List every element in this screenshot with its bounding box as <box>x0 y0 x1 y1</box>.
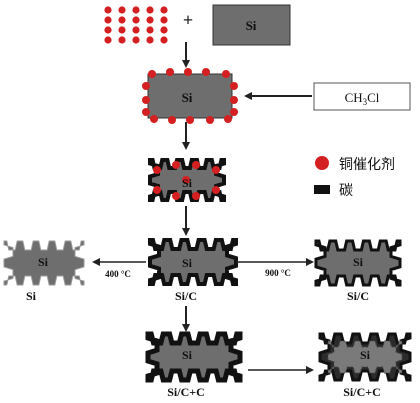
copper-particle <box>132 16 140 24</box>
copper-particle <box>222 70 230 78</box>
copper-particle <box>146 6 154 14</box>
copper-particle <box>166 68 174 76</box>
copper-particle <box>184 68 192 76</box>
copper-particle <box>153 186 161 194</box>
copper-particle <box>150 115 158 123</box>
copper-particle <box>142 108 150 116</box>
copper-particle <box>172 192 180 200</box>
copper-particle <box>104 16 112 24</box>
copper-particle <box>230 82 238 90</box>
temp-left: 400 °C <box>105 269 131 279</box>
copper-particle <box>230 96 238 104</box>
silicon-bottom-right-label: Si <box>360 348 371 362</box>
silicon-with-copper: Si <box>142 68 238 124</box>
copper-particle <box>118 6 126 14</box>
copper-particle <box>160 16 168 24</box>
copper-particle <box>148 70 156 78</box>
silicon-carbon-center-label: Si <box>182 256 193 270</box>
copper-particle <box>160 6 168 14</box>
silicon-carbon-center: Si <box>148 238 238 286</box>
copper-particle <box>224 115 232 123</box>
copper-particle <box>172 161 180 169</box>
copper-particle <box>160 26 168 34</box>
copper-particle <box>230 108 238 116</box>
silicon-left: Si <box>3 240 85 286</box>
copper-particle <box>132 36 140 44</box>
copper-particle <box>118 36 126 44</box>
copper-particle <box>118 26 126 34</box>
ch3cl-label: CH3Cl <box>345 90 380 107</box>
silicon-with-copper-label: Si <box>182 90 193 105</box>
copper-particle <box>186 116 194 124</box>
legend-copper-marker <box>315 156 329 170</box>
copper-particles <box>104 6 168 44</box>
copper-particle <box>206 116 214 124</box>
etched-silicon-label: Si <box>182 176 193 190</box>
copper-particle <box>118 16 126 24</box>
copper-particle <box>132 6 140 14</box>
legend-carbon-label: 碳 <box>339 183 353 199</box>
legend-copper-label: 铜催化剂 <box>339 157 395 173</box>
copper-particle <box>146 36 154 44</box>
caption-right: Si/C <box>347 289 369 303</box>
caption-left: Si <box>26 289 37 303</box>
copper-particle <box>202 68 210 76</box>
caption-center: Si/C <box>175 289 197 303</box>
silicon-block-initial-label: Si <box>246 18 257 33</box>
legend: 铜催化剂 碳 <box>314 156 395 199</box>
plus-sign: + <box>183 10 193 30</box>
copper-particle <box>132 26 140 34</box>
copper-particle <box>104 36 112 44</box>
copper-particle <box>192 161 200 169</box>
etched-silicon-copper: Si <box>148 158 226 202</box>
copper-particle <box>146 26 154 34</box>
silicon-carbon-carbon: Si <box>145 331 243 383</box>
copper-particle <box>168 116 176 124</box>
silicon-block-initial: Si <box>212 4 291 46</box>
silicon-carbon-right: Si <box>314 239 402 287</box>
copper-particle <box>146 16 154 24</box>
copper-particle <box>160 36 168 44</box>
silicon-carbon-carbon-right: Si <box>318 332 412 382</box>
silicon-left-label: Si <box>38 255 49 269</box>
copper-particle <box>192 192 200 200</box>
copper-particle <box>104 26 112 34</box>
silicon-bottom-label: Si <box>182 348 193 362</box>
temp-right: 900 °C <box>265 268 291 278</box>
copper-particle <box>142 96 150 104</box>
silicon-carbon-right-label: Si <box>353 255 364 269</box>
copper-particle <box>142 82 150 90</box>
copper-particle <box>153 166 161 174</box>
legend-carbon-marker <box>314 185 330 194</box>
copper-particle <box>212 186 220 194</box>
copper-particle <box>212 166 220 174</box>
ch3cl-box: CH3Cl <box>313 82 411 111</box>
caption-bottom: Si/C+C <box>167 385 205 399</box>
caption-bottom-right: Si/C+C <box>343 385 381 399</box>
copper-particle <box>182 176 190 184</box>
copper-particle <box>104 6 112 14</box>
